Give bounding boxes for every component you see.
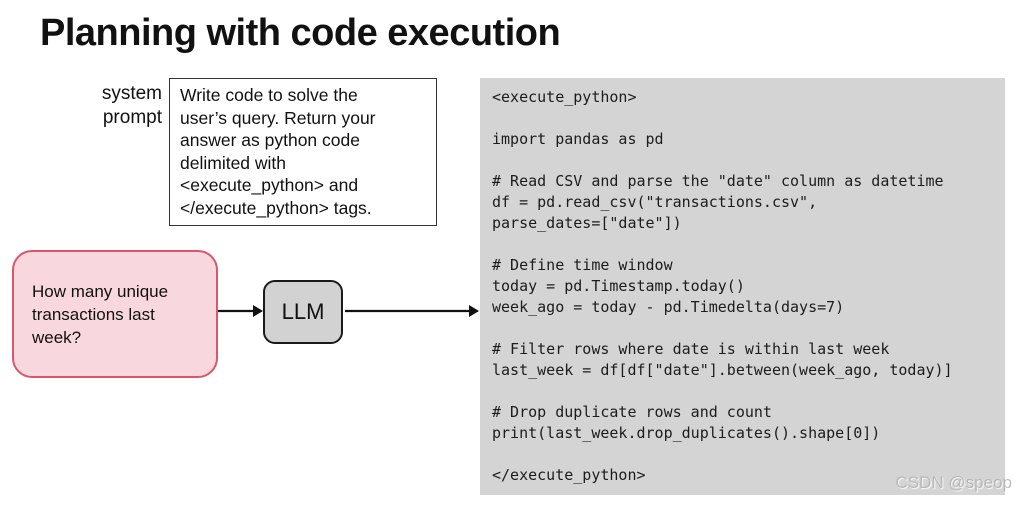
user-query-text-line: transactions last bbox=[32, 304, 155, 324]
llm-node: LLM bbox=[263, 280, 343, 344]
system-prompt-text-line: user’s query. Return your bbox=[180, 107, 376, 128]
system-prompt-label: system prompt bbox=[58, 82, 162, 130]
system-prompt-text-line: <execute_python> and bbox=[180, 175, 359, 195]
arrow-query-to-llm-icon bbox=[218, 305, 263, 317]
arrow-llm-to-code-icon bbox=[345, 305, 479, 317]
user-query-text-line: How many unique bbox=[32, 281, 169, 301]
system-prompt-label-line: system bbox=[101, 83, 162, 104]
user-query-text-line: week? bbox=[32, 327, 82, 347]
system-prompt-text-line: </execute_python> tags. bbox=[180, 197, 372, 218]
execute-python-code-block: <execute_python> import pandas as pd # R… bbox=[480, 78, 1005, 495]
page-title: Planning with code execution bbox=[40, 12, 561, 54]
user-query-box: How many unique transactions last week? bbox=[12, 250, 218, 378]
system-prompt-box: Write code to solve the user’s query. Re… bbox=[169, 78, 437, 226]
system-prompt-text-line: answer as python code bbox=[180, 130, 360, 150]
system-prompt-label-line: prompt bbox=[102, 107, 162, 128]
system-prompt-text-line: Write code to solve the bbox=[180, 85, 358, 105]
system-prompt-text-line: delimited with bbox=[180, 152, 287, 173]
csdn-watermark: CSDN @speop bbox=[895, 473, 1012, 492]
llm-node-label: LLM bbox=[281, 299, 325, 324]
